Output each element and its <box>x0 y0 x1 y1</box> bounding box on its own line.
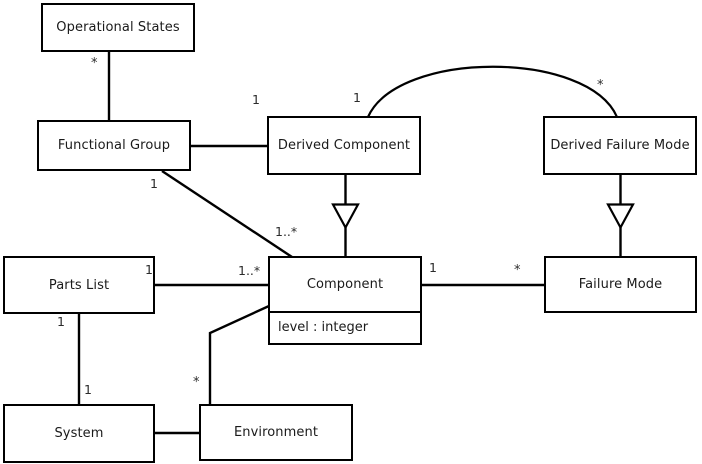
multiplicity-component-left: 1..* <box>238 263 261 278</box>
multiplicity-derived-component-left: 1 <box>252 92 260 107</box>
class-attributes-component: level : integer <box>270 311 420 343</box>
class-derived-failure-mode[interactable]: Derived Failure Mode <box>543 116 697 175</box>
class-attribute-level: level : integer <box>278 320 369 336</box>
class-name-derived-component: Derived Component <box>277 138 411 153</box>
class-name-functional-group: Functional Group <box>57 138 171 153</box>
edge-environment-component <box>208 304 270 404</box>
class-name-failure-mode: Failure Mode <box>578 277 663 292</box>
multiplicity-functional-group-bottom: 1 <box>150 176 158 191</box>
class-failure-mode[interactable]: Failure Mode <box>544 256 697 313</box>
edge-derived-component-derived-failure-mode <box>366 65 619 118</box>
multiplicity-environment-top: * <box>193 375 200 390</box>
multiplicity-parts-list-bottom: 1 <box>57 314 65 329</box>
multiplicity-component-diagonal: 1..* <box>275 224 298 239</box>
class-functional-group[interactable]: Functional Group <box>37 120 191 171</box>
class-environment[interactable]: Environment <box>199 404 353 461</box>
class-parts-list[interactable]: Parts List <box>3 256 155 314</box>
multiplicity-failure-mode-left: * <box>514 263 521 278</box>
multiplicity-system-top: 1 <box>84 382 92 397</box>
class-name-environment: Environment <box>233 425 319 440</box>
class-system[interactable]: System <box>3 404 155 463</box>
class-component[interactable]: Component level : integer <box>268 256 422 345</box>
edge-functional-group-component <box>161 169 293 259</box>
multiplicity-derived-failure-mode-arc: * <box>597 78 604 93</box>
class-name-derived-failure-mode: Derived Failure Mode <box>550 138 690 153</box>
generalization-triangle-derived-component <box>331 203 360 230</box>
multiplicity-component-right: 1 <box>429 260 437 275</box>
generalization-triangle-derived-failure-mode <box>606 203 635 230</box>
class-operational-states[interactable]: Operational States <box>41 3 195 52</box>
class-name-parts-list: Parts List <box>48 277 110 293</box>
class-name-operational-states: Operational States <box>56 20 180 35</box>
multiplicity-parts-list-right: 1 <box>145 262 153 277</box>
class-name-component: Component <box>306 277 384 292</box>
multiplicity-derived-component-arc: 1 <box>353 90 361 105</box>
multiplicity-operational-states: * <box>91 56 98 71</box>
class-name-system: System <box>54 426 104 441</box>
class-derived-component[interactable]: Derived Component <box>267 116 421 175</box>
